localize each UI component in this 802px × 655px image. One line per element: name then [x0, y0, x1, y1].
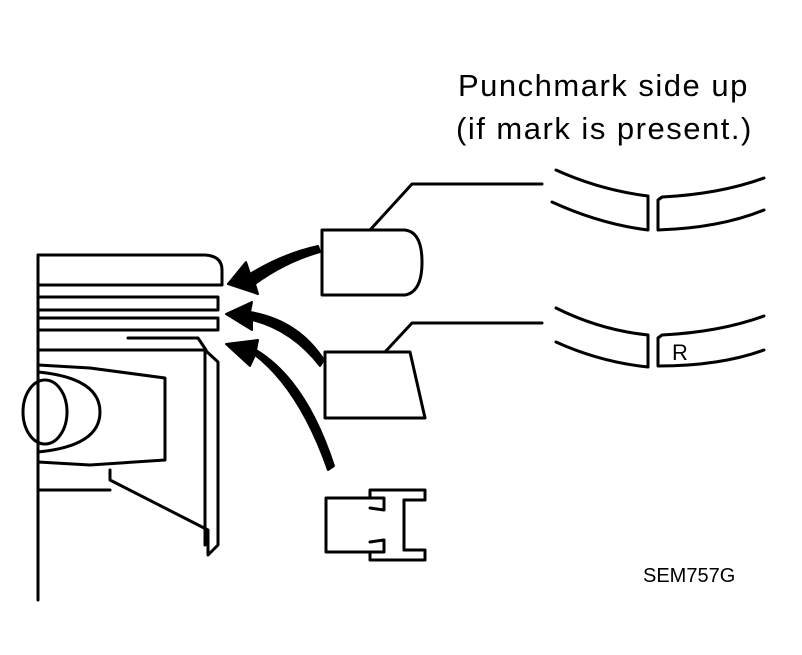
second-ring-gap-view: [554, 306, 766, 369]
ring-mark-label: R: [672, 340, 688, 365]
figure-code: SEM757G: [643, 565, 736, 587]
caption-line-2: (if mark is present.): [456, 111, 753, 146]
install-arrows: [225, 245, 335, 471]
leader-top-ring: [368, 182, 544, 232]
arrow-top-ring: [227, 245, 321, 295]
oil-ring-section: [324, 488, 427, 562]
top-ring-section: [320, 228, 424, 297]
arrow-oil-ring: [225, 339, 335, 471]
caption-line-1: Punchmark side up: [458, 68, 749, 103]
leader-second-ring: [383, 321, 544, 354]
top-ring-gap-view: [550, 168, 766, 232]
arrow-second-ring: [225, 301, 325, 367]
second-ring-section: [323, 350, 427, 420]
piston: [21, 253, 224, 602]
